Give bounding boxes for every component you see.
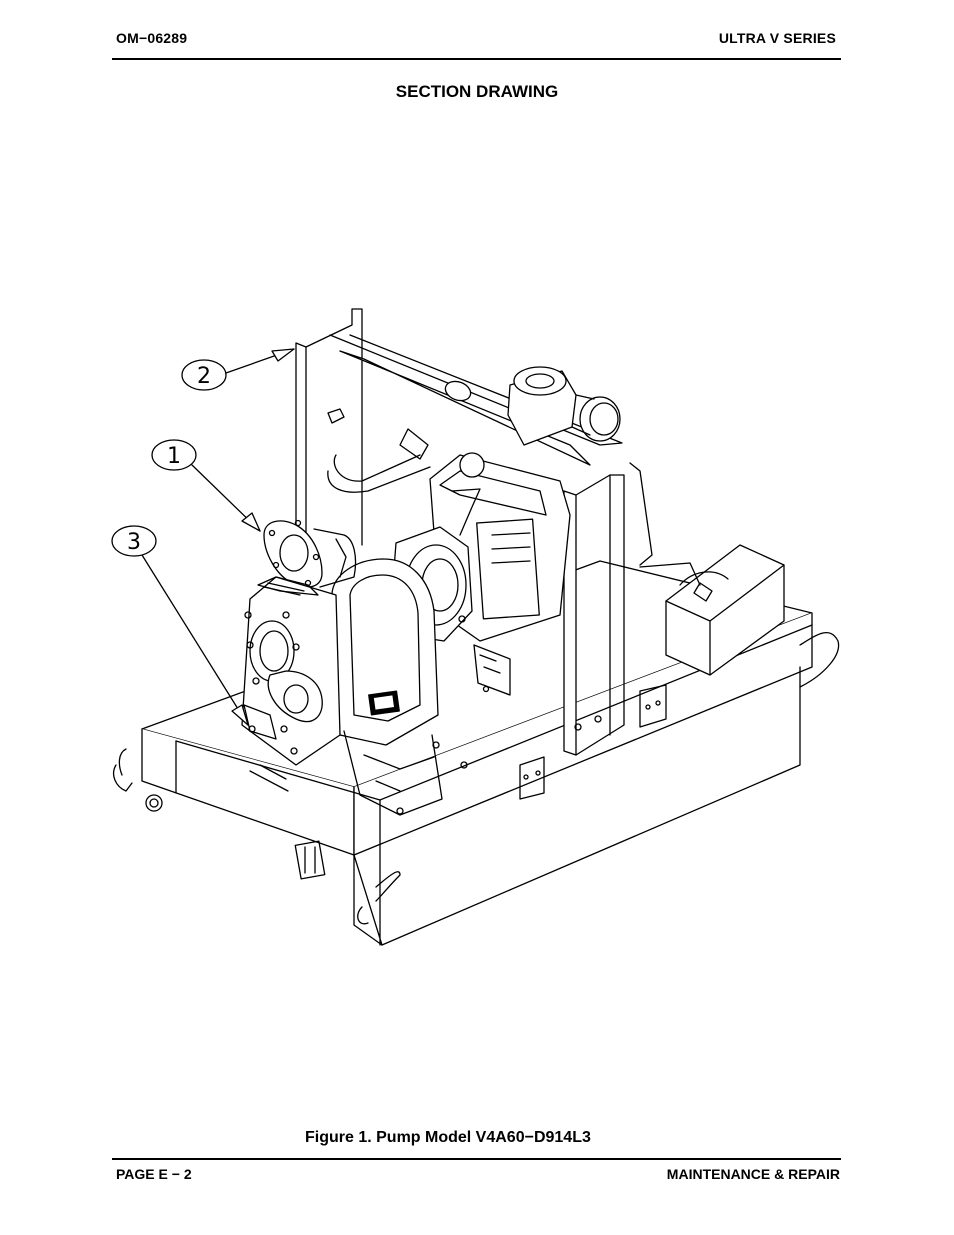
callout-1: 1 [151,439,261,532]
battery [639,544,785,676]
callout-3: 3 [111,525,249,726]
footer-rule [112,1158,841,1160]
callout-2-label: 2 [197,364,211,389]
figure-caption: Figure 1. Pump Model V4A60−D914L3 [305,1129,591,1146]
header-rule [112,58,841,60]
suction-cover [241,576,341,766]
callout-1-label: 1 [167,444,181,469]
section-name: MAINTENANCE & REPAIR [666,1166,840,1182]
discharge-flange [263,519,357,602]
pump-casing [331,558,468,816]
pump-section-drawing: 2 1 3 [111,308,840,946]
series-name: ULTRA V SERIES [718,30,836,46]
callout-3-label: 3 [127,530,141,555]
page-number: PAGE E − 2 [116,1166,192,1182]
callout-2: 2 [181,348,295,391]
section-title: SECTION DRAWING [395,82,559,101]
document-number: OM−06289 [116,30,188,46]
lifting-frame [295,308,667,800]
